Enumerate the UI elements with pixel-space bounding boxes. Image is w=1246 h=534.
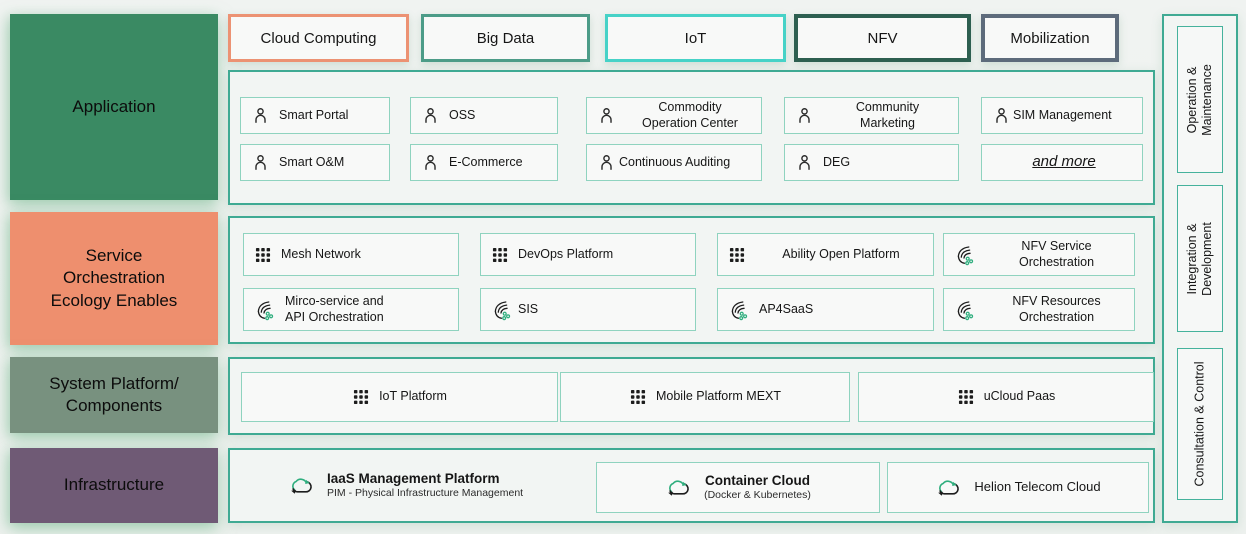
stream-icon <box>957 245 974 265</box>
user-icon <box>425 155 436 170</box>
spc-item-mobile-platform-mext: Mobile Platform MEXT <box>560 372 850 422</box>
application-section: Smart Portal OSS Commodity Operation Cen… <box>228 70 1155 205</box>
soee-item-nfv-service-orchestration: NFV Service Orchestration <box>943 233 1135 276</box>
stream-icon <box>957 300 974 320</box>
app-item-continuous-auditing: Continuous Auditing <box>586 144 762 181</box>
cloud-sync-icon <box>667 479 689 497</box>
soee-item-ap4saas: AP4SaaS <box>717 288 934 331</box>
soee-item-label: DevOps Platform <box>518 246 614 261</box>
soee-item-nfv-resources-orchestration: NFV Resources Orchestration <box>943 288 1135 331</box>
grid-icon <box>958 389 973 405</box>
soee-item-ability-open-platform: Ability Open Platform <box>717 233 934 276</box>
layer-block-application: Application <box>10 14 218 200</box>
soee-item-devops-platform: DevOps Platform <box>480 233 696 276</box>
right-services-column: Operation & Maintenance Integration & De… <box>1162 14 1238 523</box>
grid-icon <box>729 247 745 262</box>
user-icon <box>799 108 810 123</box>
spc-item-label: uCloud Paas <box>983 389 1056 404</box>
stream-icon <box>494 300 511 320</box>
service-consultation-control: Consultation & Control <box>1177 348 1223 500</box>
tab-mobilization: Mobilization <box>981 14 1119 62</box>
service-operation-maintenance: Operation & Maintenance <box>1177 26 1223 173</box>
soee-item-sis: SIS <box>480 288 696 331</box>
user-icon <box>996 108 1007 123</box>
user-icon <box>255 155 266 170</box>
app-item-and-more: and more <box>981 144 1143 181</box>
soee-item-microservice-api-orchestration: Mirco-service and API Orchestration <box>243 288 459 331</box>
cloud-sync-icon <box>290 477 312 495</box>
orchestration-section: Mesh Network DevOps Platform Ability Ope… <box>228 216 1155 344</box>
service-label: Consultation & Control <box>1192 361 1207 487</box>
app-item-label: Community Marketing <box>855 99 920 130</box>
user-icon <box>255 108 266 123</box>
app-item-label: Smart O&M <box>279 154 345 169</box>
app-item-sim-management: SIM Management <box>981 97 1143 134</box>
grid-icon <box>354 389 369 405</box>
app-item-label: E-Commerce <box>449 154 523 169</box>
service-label: Integration & Development <box>1185 221 1214 296</box>
service-label: Operation & Maintenance <box>1185 63 1214 136</box>
infrastructure-section: IaaS Management Platform PIM - Physical … <box>228 448 1155 523</box>
soee-item-label: Mesh Network <box>281 246 361 261</box>
soee-item-label: SIS <box>518 301 539 316</box>
infra-item-container-cloud: Container Cloud (Docker & Kubernetes) <box>596 462 880 513</box>
tab-iot: IoT <box>605 14 786 62</box>
tab-big-data: Big Data <box>421 14 590 62</box>
app-item-community-marketing: Community Marketing <box>784 97 959 134</box>
infra-item-title: IaaS Management Platform <box>327 470 500 486</box>
soee-item-label: Ability Open Platform <box>782 246 900 261</box>
app-item-deg: DEG <box>784 144 959 181</box>
layer-block-orchestration: Service Orchestration Ecology Enables <box>10 212 218 345</box>
layer-block-platform: System Platform/ Components <box>10 357 218 433</box>
app-item-oss: OSS <box>410 97 558 134</box>
infra-item-title: Helion Telecom Cloud <box>974 479 1101 495</box>
app-item-label: Commodity Operation Center <box>642 99 738 130</box>
app-item-label: DEG <box>823 154 851 169</box>
app-item-label: OSS <box>449 107 476 122</box>
tab-nfv: NFV <box>794 14 971 62</box>
layer-block-infrastructure: Infrastructure <box>10 448 218 523</box>
grid-icon <box>630 389 646 405</box>
soee-item-label: Mirco-service and API Orchestration <box>285 293 384 324</box>
app-item-commodity-operation-center: Commodity Operation Center <box>586 97 762 134</box>
spc-item-label: Mobile Platform MEXT <box>655 389 782 404</box>
app-item-label: SIM Management <box>1013 107 1112 122</box>
soee-item-label: NFV Resources Orchestration <box>1012 293 1101 324</box>
user-icon <box>425 108 436 123</box>
app-item-smart-om: Smart O&M <box>240 144 390 181</box>
spc-item-ucloud-paas: uCloud Paas <box>858 372 1154 422</box>
user-icon <box>601 155 612 170</box>
grid-icon <box>492 247 508 262</box>
app-item-label: Smart Portal <box>279 107 349 122</box>
grid-icon <box>255 247 271 262</box>
app-item-smart-portal: Smart Portal <box>240 97 390 134</box>
infra-item-iaas-management: IaaS Management Platform PIM - Physical … <box>278 458 608 513</box>
infra-item-helion-telecom-cloud: Helion Telecom Cloud <box>887 462 1149 513</box>
infra-item-subtitle: PIM - Physical Infrastructure Management <box>327 487 524 500</box>
cloud-sync-icon <box>937 479 960 497</box>
soee-item-label: AP4SaaS <box>759 301 814 316</box>
app-item-label: and more <box>1032 153 1096 171</box>
stream-icon <box>731 300 748 320</box>
spc-item-iot-platform: IoT Platform <box>241 372 558 422</box>
platform-section: IoT Platform Mobile Platform MEXT uCloud… <box>228 357 1155 435</box>
service-integration-development: Integration & Development <box>1177 185 1223 332</box>
user-icon <box>799 155 810 170</box>
infra-item-subtitle: (Docker & Kubernetes) <box>704 489 811 502</box>
soee-item-mesh-network: Mesh Network <box>243 233 459 276</box>
tab-cloud-computing: Cloud Computing <box>228 14 409 62</box>
user-icon <box>601 108 612 123</box>
stream-icon <box>257 300 274 320</box>
spc-item-label: IoT Platform <box>379 389 447 404</box>
app-item-ecommerce: E-Commerce <box>410 144 558 181</box>
infra-item-title: Container Cloud <box>704 472 810 488</box>
app-item-label: Continuous Auditing <box>619 154 731 169</box>
soee-item-label: NFV Service Orchestration <box>1018 238 1095 269</box>
